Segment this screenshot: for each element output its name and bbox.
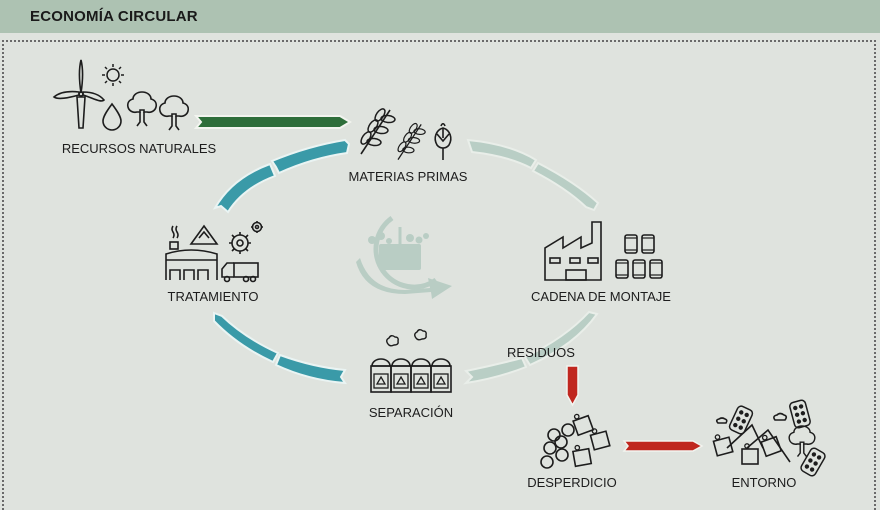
arrow-recursos-to-materias — [193, 115, 352, 129]
label-separacion: SEPARACIÓN — [369, 405, 453, 420]
gears-icon — [229, 221, 263, 254]
mountains-icon — [715, 412, 791, 463]
arrow-residuos-to-desperdicio — [566, 365, 579, 407]
arrow-cadena-to-separacion — [463, 310, 599, 385]
dotted-frame — [2, 40, 876, 510]
cans-icon — [615, 234, 663, 279]
arrow-desperdicio-to-entorno — [622, 440, 704, 452]
recursos-icons — [52, 59, 190, 131]
label-desperdicio: DESPERDICIO — [527, 475, 617, 490]
label-residuos: RESIDUOS — [507, 345, 575, 360]
recycle-icon — [189, 224, 219, 245]
basket-icon — [379, 244, 421, 270]
tree-icon — [126, 91, 158, 127]
header-bar: ECONOMÍA CIRCULAR — [0, 0, 880, 33]
truck-icon — [221, 262, 259, 283]
sun-icon — [102, 64, 124, 86]
label-tratamiento: TRATAMIENTO — [168, 289, 259, 304]
arrow-tratamiento-to-separacion — [213, 311, 347, 385]
wheat-icon — [358, 106, 397, 155]
center-cycle-icon — [356, 215, 452, 299]
label-materias-primas: MATERIAS PRIMAS — [349, 169, 468, 184]
litter-bags-icon — [570, 409, 611, 468]
wheat-icon — [395, 121, 427, 161]
factory-icon — [544, 221, 602, 281]
label-recursos-naturales: RECURSOS NATURALES — [62, 141, 217, 156]
wind-turbine-icon — [52, 59, 106, 129]
arrow-materias-to-cadena — [466, 138, 600, 212]
tree-icon — [158, 95, 190, 131]
environment-icon — [711, 398, 828, 479]
page-title: ECONOMÍA CIRCULAR — [30, 8, 198, 25]
water-drop-icon — [102, 102, 122, 131]
treatment-plant-icon — [165, 225, 218, 280]
label-cadena-de-montaje: CADENA DE MONTAJE — [531, 289, 671, 304]
arrow-tratamiento-to-materias — [212, 138, 351, 214]
six-pack-rings-icon — [788, 398, 812, 430]
label-entorno: ENTORNO — [732, 475, 797, 490]
materias-icons — [358, 106, 452, 161]
tree-icon — [788, 425, 816, 458]
diagram-canvas: RECURSOS NATURALES MATERIAS PRIMAS CADEN… — [52, 59, 828, 490]
six-pack-rings-icon — [540, 423, 575, 469]
artichoke-icon — [434, 122, 452, 160]
six-pack-rings-icon — [727, 404, 755, 436]
recycle-bins-icon — [370, 329, 452, 393]
